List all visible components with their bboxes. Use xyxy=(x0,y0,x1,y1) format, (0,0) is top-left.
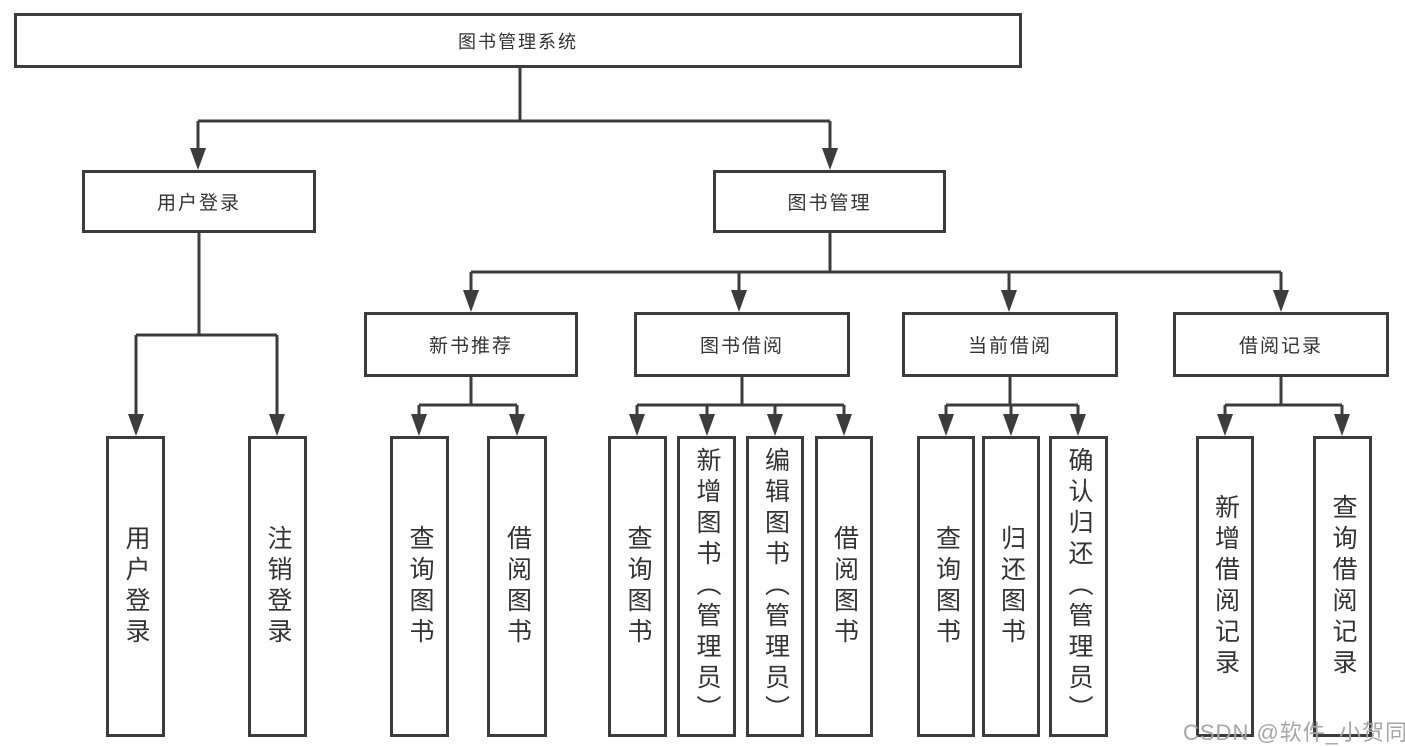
leaf-add-book-admin: 新增图书（管理员） xyxy=(677,436,736,737)
leaf-query-borrow-record: 查询借阅记录 xyxy=(1313,436,1372,737)
leaf-return-books: 归还图书 xyxy=(982,436,1040,737)
node-library-management-system: 图书管理系统 xyxy=(14,13,1022,68)
leaf-user-login: 用户登录 xyxy=(106,436,165,737)
leaf-add-borrow-record: 新增借阅记录 xyxy=(1196,436,1254,737)
leaf-edit-book-admin: 编辑图书（管理员） xyxy=(746,436,804,737)
leaf-query-books-recommend: 查询图书 xyxy=(390,436,449,737)
leaf-logout: 注销登录 xyxy=(248,436,307,737)
leaf-borrow-books: 借阅图书 xyxy=(815,436,873,737)
leaf-confirm-return-admin: 确认归还（管理员） xyxy=(1049,436,1108,737)
node-user-login: 用户登录 xyxy=(82,170,316,233)
node-book-management: 图书管理 xyxy=(713,170,946,233)
node-current-borrow: 当前借阅 xyxy=(902,312,1118,377)
leaf-query-books-current: 查询图书 xyxy=(917,436,975,737)
leaf-borrow-books-recommend: 借阅图书 xyxy=(487,436,547,737)
node-new-book-recommend: 新书推荐 xyxy=(364,312,578,377)
node-borrow-records: 借阅记录 xyxy=(1173,312,1389,377)
csdn-watermark: CSDN @软件_小贺同学 xyxy=(1183,720,1405,745)
leaf-query-books-borrow: 查询图书 xyxy=(608,436,667,737)
node-book-borrow: 图书借阅 xyxy=(634,312,850,377)
